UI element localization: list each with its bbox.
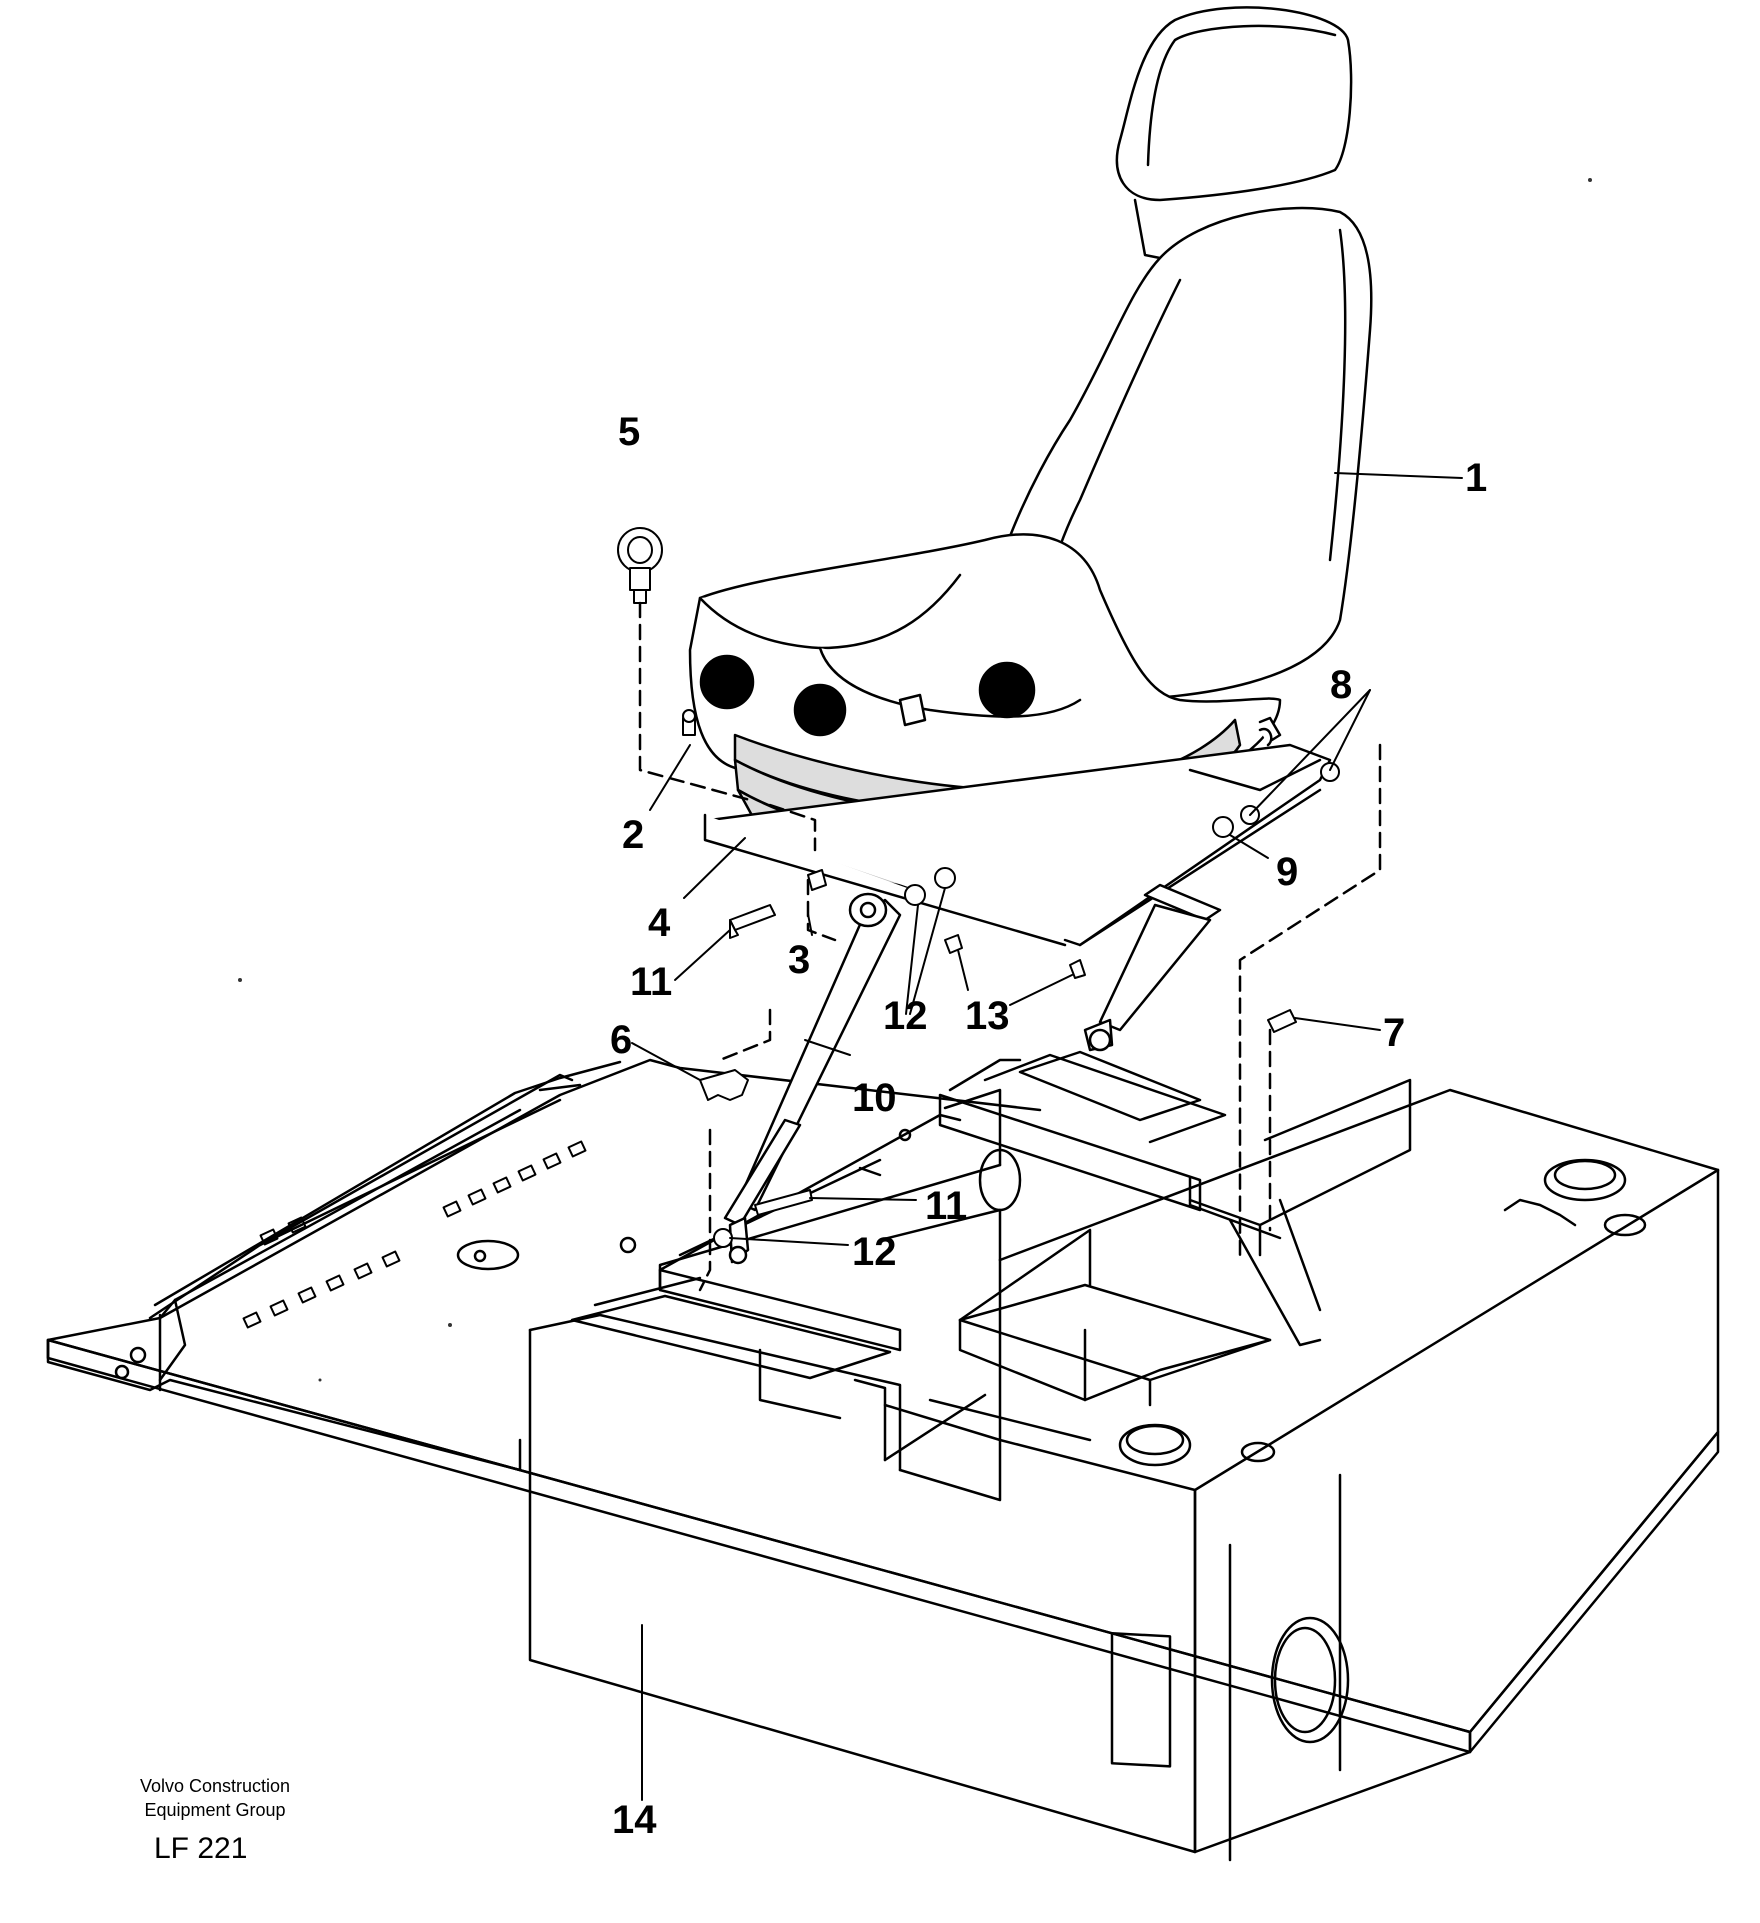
gas-spring-right	[1083, 883, 1222, 1052]
operator-seat	[688, 6, 1373, 947]
callout-2: 2	[622, 813, 645, 857]
figure-code: LF 221	[154, 1832, 248, 1865]
callout-8: 8	[1330, 663, 1353, 707]
callout-6: 6	[610, 1018, 633, 1062]
callout-14: 14	[612, 1798, 657, 1842]
callout-3: 3	[788, 938, 811, 982]
fasteners	[617, 527, 1340, 1248]
callout-13: 13	[965, 994, 1010, 1038]
credit-line-2: Equipment Group	[144, 1800, 286, 1820]
scan-specks	[238, 178, 1592, 1382]
callout-4: 4	[648, 901, 671, 945]
callout-12-upper: 12	[883, 994, 928, 1038]
callout-12-lower: 12	[852, 1230, 897, 1274]
callout-10: 10	[852, 1076, 897, 1120]
callout-5: 5	[618, 410, 641, 454]
callout-9: 9	[1276, 850, 1299, 894]
leader-lines	[631, 472, 1463, 1801]
assembly-lines	[638, 601, 1382, 1292]
floor-slots	[242, 1140, 587, 1329]
callout-11-upper: 11	[630, 960, 673, 1004]
gas-spring-left	[723, 892, 902, 1265]
callout-7: 7	[1383, 1011, 1406, 1055]
credit-line-1: Volvo Construction	[139, 1776, 291, 1796]
callout-11-lower: 11	[925, 1184, 968, 1228]
cab-floor-frame	[46, 1050, 1720, 1862]
callout-1: 1	[1465, 456, 1488, 500]
